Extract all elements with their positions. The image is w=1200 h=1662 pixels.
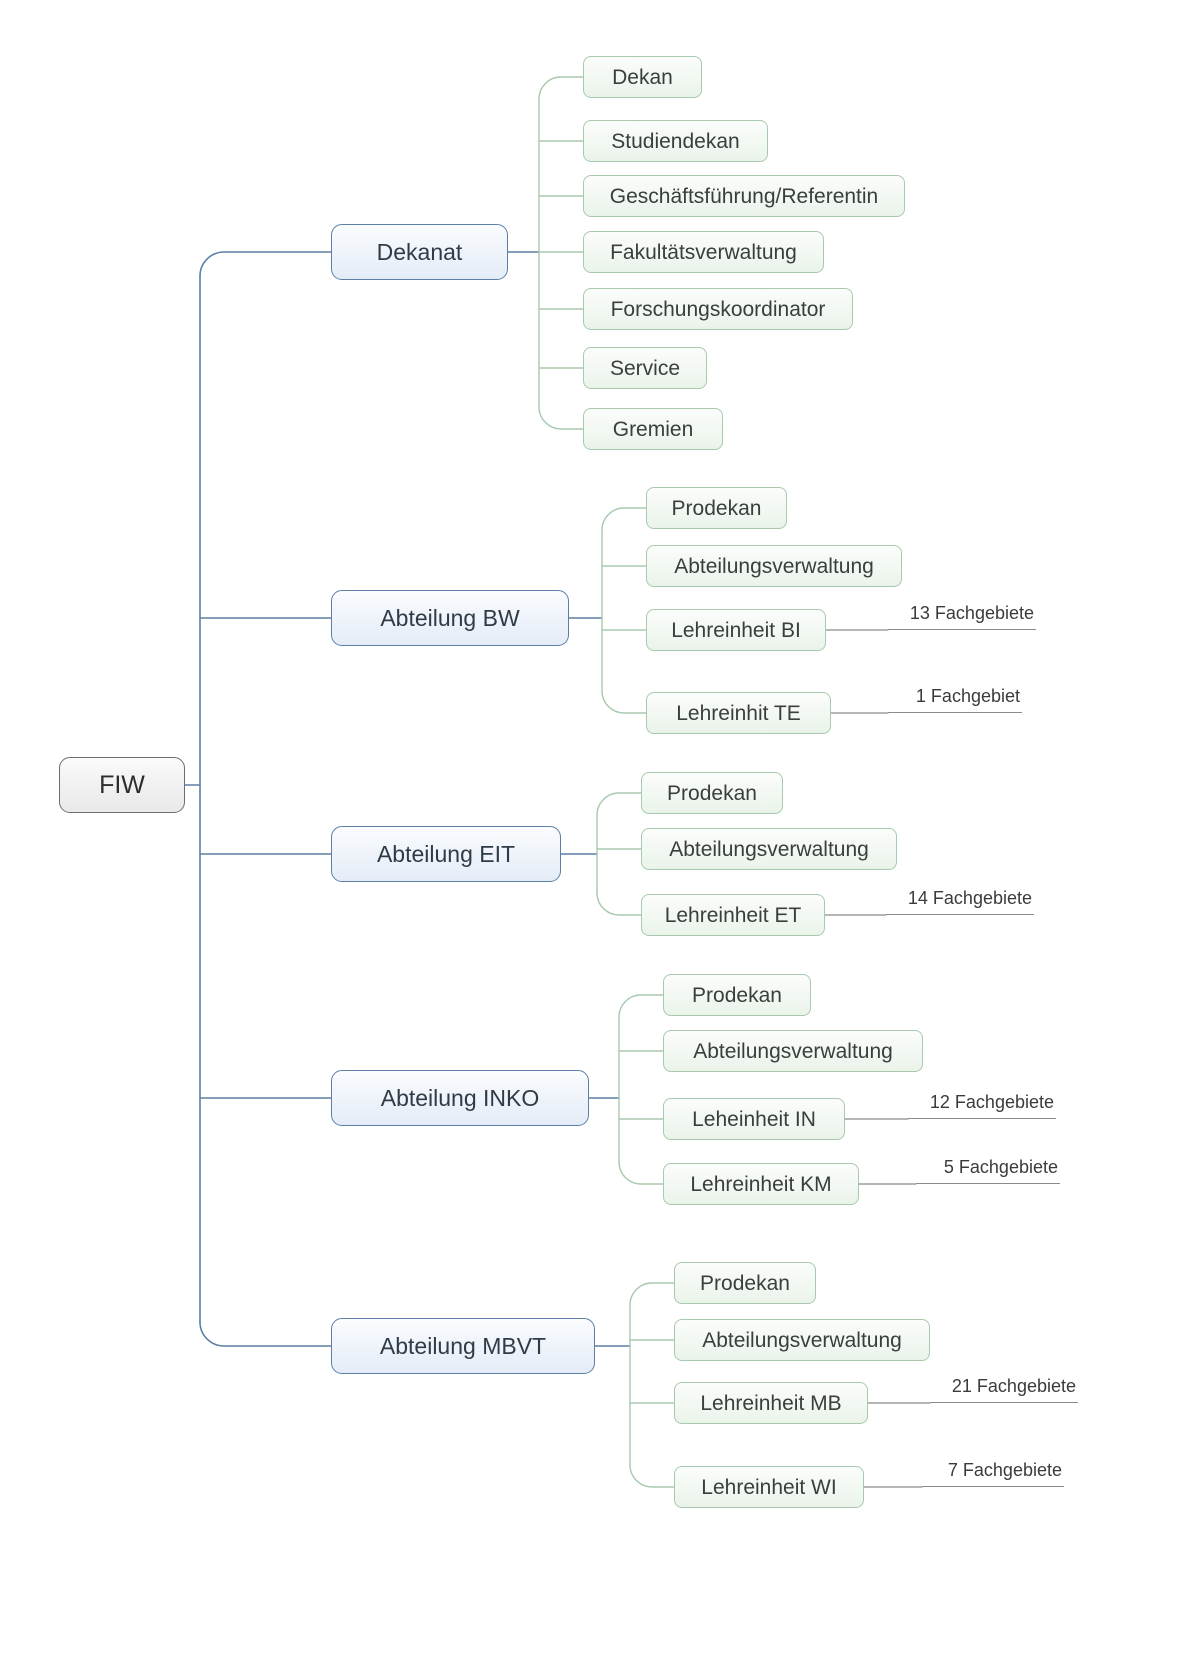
fachgebiete-leaf-text: 13 Fachgebiete	[909, 603, 1034, 623]
child-node[interactable]: Fakultätsverwaltung	[583, 231, 824, 273]
child-node[interactable]: Studiendekan	[583, 120, 768, 162]
child-node[interactable]: Prodekan	[663, 974, 811, 1016]
fachgebiete-leaf-label[interactable]: 13 Fachgebiete	[888, 603, 1036, 630]
child-node[interactable]: Lehreinheit KM	[663, 1163, 859, 1205]
fachgebiete-leaf-text: 21 Fachgebiete	[951, 1376, 1076, 1396]
child-node[interactable]: Gremien	[583, 408, 723, 450]
child-node[interactable]: Lehreinheit BI	[646, 609, 826, 651]
child-node-label: Lehreinheit ET	[664, 903, 802, 927]
fachgebiete-leaf-label[interactable]: 7 Fachgebiete	[922, 1460, 1064, 1487]
child-node-label: Lehreinheit MB	[700, 1391, 842, 1415]
child-node-label: Leheinheit IN	[692, 1107, 816, 1131]
child-node[interactable]: Forschungskoordinator	[583, 288, 853, 330]
branch-node-label: Abteilung INKO	[380, 1084, 540, 1111]
child-node-label: Dekan	[612, 65, 673, 89]
child-node[interactable]: Abteilungsverwaltung	[663, 1030, 923, 1072]
child-node-label: Gremien	[612, 417, 694, 441]
child-node[interactable]: Lehreinheit ET	[641, 894, 825, 936]
child-node[interactable]: Prodekan	[674, 1262, 816, 1304]
child-node-label: Abteilungsverwaltung	[693, 1039, 893, 1063]
child-node[interactable]: Leheinheit IN	[663, 1098, 845, 1140]
branch-node[interactable]: Abteilung BW	[331, 590, 569, 646]
fachgebiete-leaf-text: 14 Fachgebiete	[907, 888, 1032, 908]
child-node-label: Geschäftsführung/Referentin	[609, 184, 879, 208]
child-node[interactable]: Geschäftsführung/Referentin	[583, 175, 905, 217]
child-node[interactable]: Prodekan	[646, 487, 787, 529]
child-node-label: Abteilungsverwaltung	[702, 1328, 902, 1352]
child-node-label: Prodekan	[667, 781, 757, 805]
fachgebiete-leaf-text: 1 Fachgebiet	[915, 686, 1020, 706]
fachgebiete-leaf-label[interactable]: 5 Fachgebiete	[916, 1157, 1060, 1184]
fachgebiete-leaf-text: 5 Fachgebiete	[943, 1157, 1058, 1177]
child-node[interactable]: Dekan	[583, 56, 702, 98]
root-node-label: FIW	[99, 770, 145, 799]
fachgebiete-leaf-label[interactable]: 14 Fachgebiete	[886, 888, 1034, 915]
fachgebiete-leaf-text: 12 Fachgebiete	[929, 1092, 1054, 1112]
fachgebiete-leaf-text: 7 Fachgebiete	[947, 1460, 1062, 1480]
fachgebiete-leaf-label[interactable]: 12 Fachgebiete	[908, 1092, 1056, 1119]
branch-node-label: Abteilung MBVT	[379, 1332, 547, 1359]
branch-node-label: Abteilung EIT	[376, 840, 516, 867]
child-node[interactable]: Abteilungsverwaltung	[646, 545, 902, 587]
branch-node[interactable]: Abteilung EIT	[331, 826, 561, 882]
child-node-label: Studiendekan	[611, 129, 740, 153]
child-node-label: Abteilungsverwaltung	[669, 837, 869, 861]
child-node[interactable]: Prodekan	[641, 772, 783, 814]
child-node-label: Fakultätsverwaltung	[610, 240, 797, 264]
child-node[interactable]: Lehreinhit TE	[646, 692, 831, 734]
child-node-label: Lehreinhit TE	[676, 701, 801, 725]
child-node-label: Lehreinheit WI	[701, 1475, 837, 1499]
fachgebiete-leaf-label[interactable]: 21 Fachgebiete	[930, 1376, 1078, 1403]
child-node-label: Forschungskoordinator	[610, 297, 826, 321]
child-node-label: Prodekan	[700, 1271, 790, 1295]
fachgebiete-leaf-label[interactable]: 1 Fachgebiet	[888, 686, 1022, 713]
child-node-label: Prodekan	[671, 496, 762, 520]
child-node[interactable]: Abteilungsverwaltung	[641, 828, 897, 870]
branch-node[interactable]: Dekanat	[331, 224, 508, 280]
child-node-label: Prodekan	[692, 983, 782, 1007]
branch-node[interactable]: Abteilung INKO	[331, 1070, 589, 1126]
branch-node-label: Abteilung BW	[380, 604, 520, 631]
child-node-label: Service	[609, 356, 681, 380]
branch-node-label: Dekanat	[376, 238, 463, 265]
root-node-fiw[interactable]: FIW	[59, 757, 185, 813]
child-node[interactable]: Lehreinheit WI	[674, 1466, 864, 1508]
child-node[interactable]: Service	[583, 347, 707, 389]
child-node[interactable]: Lehreinheit MB	[674, 1382, 868, 1424]
child-node-label: Lehreinheit BI	[671, 618, 801, 642]
child-node-label: Lehreinheit KM	[690, 1172, 832, 1196]
child-node-label: Abteilungsverwaltung	[674, 554, 874, 578]
branch-node[interactable]: Abteilung MBVT	[331, 1318, 595, 1374]
child-node[interactable]: Abteilungsverwaltung	[674, 1319, 930, 1361]
